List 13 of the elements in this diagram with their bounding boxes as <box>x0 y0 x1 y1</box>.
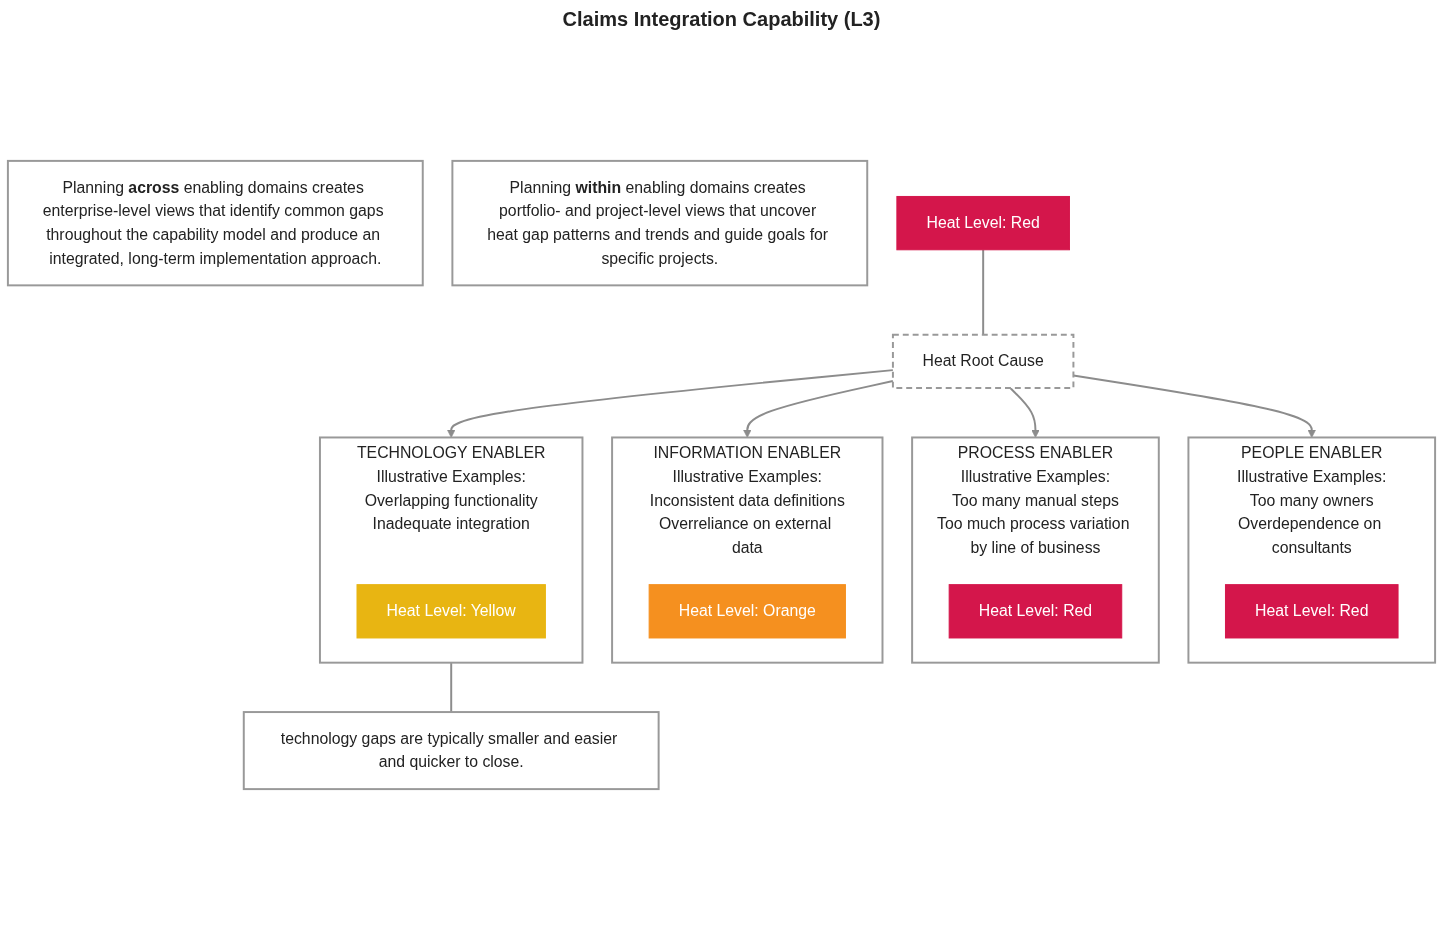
node-box: Heat Level: Red <box>1224 584 1399 639</box>
node-box: Heat Level: Red <box>948 584 1123 639</box>
arrow <box>1009 387 1040 438</box>
node-box: Heat Level: Yellow <box>356 584 546 639</box>
connector <box>450 661 453 714</box>
connector <box>982 248 985 336</box>
node-box: Heat Level: Orange <box>648 584 846 639</box>
diagram-title: Claims Integration Capability (L3) <box>561 8 882 31</box>
node-box: technology gaps are typically smaller and easier and quicker to close. <box>242 711 660 791</box>
node-box: Heat Root Cause <box>891 333 1075 390</box>
node-box: Heat Level: Red <box>896 195 1070 251</box>
node-box: Planning across enabling domains creates enterprise-level views that identify common gaps throughout the capability model and produce an integrated, long-term implementation approach. <box>6 159 424 287</box>
node-box: Planning within enabling domains creates portfolio- and project-level views that uncover heat gap patterns and trends and guide goals for specific projects. <box>451 159 869 287</box>
